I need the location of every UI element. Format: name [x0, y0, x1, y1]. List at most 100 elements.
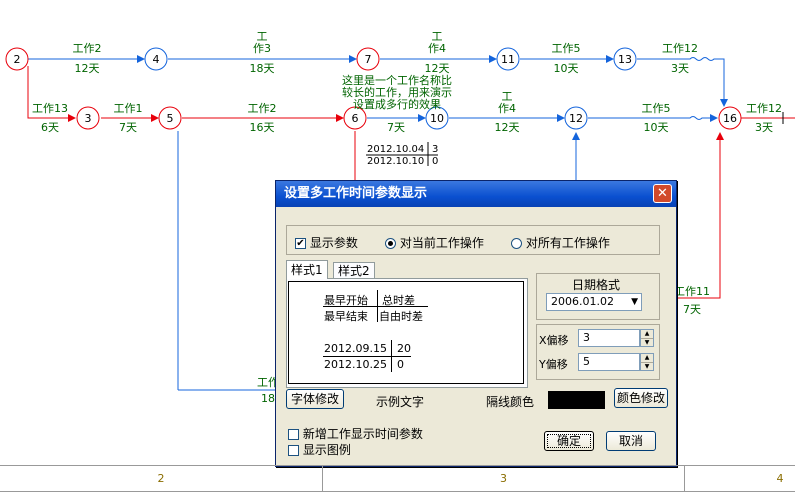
line-color-swatch[interactable] [548, 391, 605, 409]
activity-duration: 10天 [644, 121, 669, 134]
date-format-group [536, 273, 660, 320]
svg-text:6: 6 [352, 112, 359, 125]
svg-text:5: 5 [167, 112, 174, 125]
checkbox-box[interactable]: ✔ [295, 238, 306, 249]
activity-duration: 6天 [41, 121, 59, 134]
node-10[interactable]: 10 [425, 106, 449, 130]
svg-text:10: 10 [430, 112, 444, 125]
arrow-12-16[interactable] [588, 114, 718, 122]
show-legend-label: 显示图例 [302, 443, 351, 457]
line-color-label: 隔线颜色 [486, 395, 535, 409]
activity-name: 工作5 [552, 42, 581, 55]
svg-text:2012.10.04: 2012.10.04 [367, 144, 424, 155]
tab-style1[interactable]: 样式1 [286, 260, 328, 279]
radio-current-work[interactable]: 对当前工作操作 [385, 234, 484, 251]
activity-duration: 16天 [250, 121, 275, 134]
node-2[interactable]: 2 [5, 47, 29, 71]
x-offset-input[interactable]: 3 [578, 329, 640, 347]
activity-duration: 18天 [250, 62, 275, 75]
ok-button[interactable]: 确定 [544, 431, 594, 451]
time-params: 2012.10.04 2012.10.10 3 0 [366, 142, 438, 167]
node-6[interactable]: 6 [343, 106, 367, 130]
activity-name: 工作12 [662, 42, 698, 55]
date-format-label: 日期格式 [572, 278, 621, 292]
preview-box: 最早开始 总时差 最早结束 自由时差 2012.09.15 20 2012.10… [288, 281, 524, 384]
activity-name: 工 [257, 30, 268, 43]
spin-down-icon: ▼ [644, 363, 650, 370]
preview-divider [377, 290, 378, 322]
radio-dot[interactable] [511, 238, 522, 249]
svg-text:2012.10.10: 2012.10.10 [367, 156, 424, 167]
font-modify-button[interactable]: 字体修改 [286, 389, 344, 409]
annotation-line: 这里是一个工作名称比 [342, 73, 452, 87]
activity-duration: 3天 [755, 121, 773, 134]
node-4[interactable]: 4 [144, 47, 168, 71]
x-offset-spinner[interactable]: ▲▼ [640, 329, 654, 347]
close-icon: ✕ [657, 186, 668, 201]
checkbox-box[interactable] [288, 429, 299, 440]
activity-duration: 7天 [683, 303, 701, 316]
preview-divider [323, 356, 411, 357]
spin-up-icon: ▲ [641, 330, 653, 339]
node-12[interactable]: 12 [564, 106, 588, 130]
svg-text:4: 4 [153, 53, 160, 66]
spin-down-icon: ▼ [644, 339, 650, 346]
show-params-label: 显示参数 [309, 236, 358, 250]
settings-dialog: 设置多工作时间参数显示 ✕ ✔ 显示参数 对当前工作操作 对所有工作操作 样式1… [275, 180, 677, 467]
node-7[interactable]: 7 [356, 47, 380, 71]
radio-all-work[interactable]: 对所有工作操作 [511, 234, 610, 251]
activity-name: 工作13 [32, 102, 68, 115]
radio-dot[interactable] [385, 238, 396, 249]
activity-duration: 12天 [75, 62, 100, 75]
node-5[interactable]: 5 [158, 106, 182, 130]
y-offset-spinner[interactable]: ▲▼ [640, 353, 654, 371]
y-offset-label: Y偏移 [539, 358, 568, 371]
svg-text:12: 12 [569, 112, 583, 125]
preview-value: 0 [397, 358, 404, 371]
activity-name: 作3 [253, 42, 271, 55]
arrow-2-3[interactable] [27, 66, 76, 122]
show-legend-checkbox[interactable]: 显示图例 [288, 441, 351, 458]
tab-style2[interactable]: 样式2 [333, 262, 375, 279]
close-button[interactable]: ✕ [653, 184, 672, 203]
activity-name: 工作 [257, 376, 279, 389]
annotation-line: 较长的工作，用来演示 [342, 85, 452, 99]
annotation-line: 设置成多行的效果 [353, 97, 441, 111]
node-3[interactable]: 3 [76, 106, 100, 130]
arrow-13-16[interactable] [637, 57, 728, 107]
options-group [286, 225, 660, 255]
node-13[interactable]: 13 [613, 47, 637, 71]
svg-text:13: 13 [618, 53, 632, 66]
svg-text:2: 2 [14, 53, 21, 66]
dialog-title: 设置多工作时间参数显示 [284, 186, 428, 201]
date-format-select[interactable]: 2006.01.02▼ [546, 293, 642, 311]
activity-name: 工作2 [248, 102, 277, 115]
new-work-checkbox[interactable]: 新增工作显示时间参数 [288, 425, 423, 442]
new-work-label: 新增工作显示时间参数 [302, 427, 423, 441]
dialog-titlebar[interactable]: 设置多工作时间参数显示 ✕ [276, 181, 676, 207]
activity-duration: 12天 [495, 121, 520, 134]
preview-value: 20 [397, 342, 411, 355]
preview-total-float: 总时差 [382, 294, 415, 307]
activity-name: 工作2 [73, 42, 102, 55]
activity-name: 工作11 [674, 285, 710, 298]
timeline-segment: 4 [776, 472, 784, 485]
chevron-down-icon[interactable]: ▼ [631, 297, 638, 307]
preview-divider [323, 306, 428, 307]
svg-text:16: 16 [723, 112, 737, 125]
cancel-button[interactable]: 取消 [606, 431, 656, 451]
show-params-checkbox[interactable]: ✔ 显示参数 [295, 234, 358, 251]
timeline-segment: 3 [323, 466, 685, 491]
node-11[interactable]: 11 [496, 47, 520, 71]
y-offset-input[interactable]: 5 [578, 353, 640, 371]
radio-current-label: 对当前工作操作 [399, 236, 484, 250]
color-modify-button[interactable]: 颜色修改 [614, 388, 668, 408]
arrow-up-16[interactable] [675, 132, 724, 299]
node-16[interactable]: 16 [718, 106, 742, 130]
offset-group [536, 324, 660, 380]
preview-divider [391, 340, 392, 372]
checkbox-box[interactable] [288, 445, 299, 456]
sample-text: 示例文字 [376, 395, 425, 409]
svg-text:3: 3 [85, 112, 92, 125]
activity-name: 工作12 [746, 102, 782, 115]
